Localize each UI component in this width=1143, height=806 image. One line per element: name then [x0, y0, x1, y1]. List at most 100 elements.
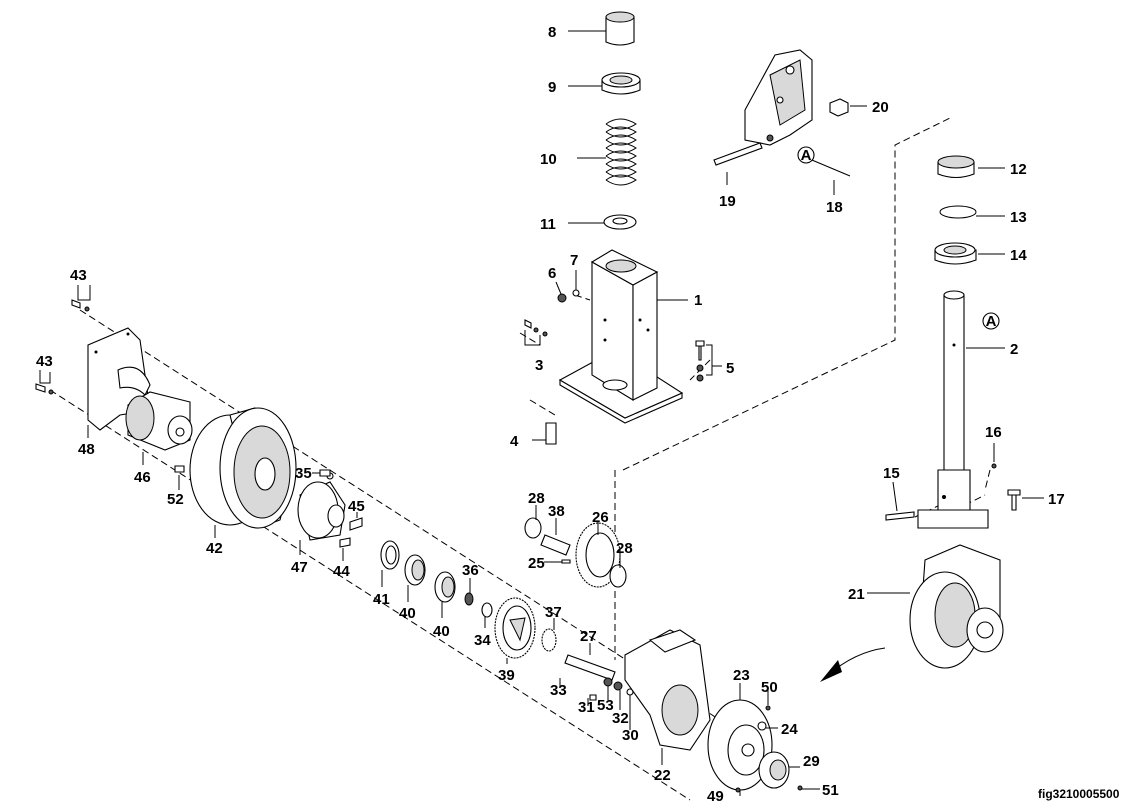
part-column-housing: [558, 249, 684, 424]
part-small-pins: [319, 469, 597, 701]
label-25: 25: [528, 555, 545, 572]
part-bearing-top: [601, 72, 641, 95]
part-labels: 1 2 3 4 5 6 7 8 9 10 11 12 13 14 15 16 1…: [36, 24, 1065, 805]
part-spacer-34: [481, 602, 493, 618]
label-6: 6: [548, 265, 556, 282]
part-gearbox-22: [624, 629, 711, 751]
label-10: 10: [540, 151, 557, 168]
part-shaft-27: [564, 654, 634, 696]
part-spring: [605, 118, 637, 186]
label-26: 26: [592, 509, 609, 526]
part-wheel-assembly-21: [909, 544, 1004, 669]
label-18: 18: [826, 199, 843, 216]
label-20: 20: [872, 99, 889, 116]
part-screws-3: [524, 319, 548, 337]
part-bushing-12: [937, 155, 975, 179]
part-block-4: [545, 422, 557, 445]
part-seal-41: [380, 540, 400, 570]
label-22: 22: [654, 767, 671, 784]
label-46: 46: [134, 469, 151, 486]
label-32: 32: [612, 710, 629, 727]
part-bearing-14: [934, 242, 977, 265]
part-pinion-38: [524, 517, 571, 556]
label-38: 38: [548, 503, 565, 520]
label-15: 15: [883, 465, 900, 482]
part-gear-26: [575, 522, 627, 588]
label-52: 52: [167, 491, 184, 508]
label-5: 5: [726, 360, 734, 377]
label-13: 13: [1010, 209, 1027, 226]
label-28a: 28: [528, 490, 545, 507]
part-snap-ring-13: [939, 205, 977, 219]
label-34: 34: [474, 632, 491, 649]
label-42: 42: [206, 540, 223, 557]
label-50: 50: [761, 679, 778, 696]
label-24: 24: [781, 721, 798, 738]
label-1: 1: [694, 292, 702, 309]
part-plug-24: [757, 721, 767, 731]
label-40b: 40: [433, 623, 450, 640]
part-bushing: [605, 11, 635, 46]
part-cover-23: [707, 699, 773, 791]
label-45: 45: [348, 498, 365, 515]
svg-text:A: A: [986, 313, 997, 330]
label-36: 36: [462, 562, 479, 579]
label-19: 19: [719, 193, 736, 210]
label-8: 8: [548, 24, 556, 41]
label-17: 17: [1048, 491, 1065, 508]
label-47: 47: [291, 559, 308, 576]
part-bolts-43: [35, 299, 90, 395]
part-gear-39: [494, 597, 536, 659]
label-31: 31: [578, 699, 595, 716]
label-30: 30: [622, 727, 639, 744]
label-12: 12: [1010, 161, 1027, 178]
part-screws-49-50-51: [735, 705, 803, 793]
figure-id: fig3210005500: [1038, 787, 1120, 801]
part-pin-52: [174, 465, 185, 473]
label-35: 35: [295, 465, 312, 482]
label-39: 39: [498, 667, 515, 684]
reference-marker-a-shaft: A: [982, 312, 1000, 330]
part-bearing-40a: [404, 554, 426, 586]
label-43a: 43: [70, 267, 87, 284]
part-motor-46: [125, 391, 193, 451]
part-bracket: [713, 49, 851, 177]
label-37: 37: [545, 604, 562, 621]
part-bearing-40b: [434, 571, 456, 603]
label-33: 33: [550, 682, 567, 699]
part-hub-47: [297, 472, 346, 541]
leader-lines: [39, 30, 1044, 796]
label-43b: 43: [36, 353, 53, 370]
part-gear-37: [541, 628, 557, 652]
label-3: 3: [535, 357, 543, 374]
part-cap-29: [758, 751, 790, 789]
part-shaft-2: [917, 290, 989, 529]
part-bolts-15-16-17: [885, 463, 1021, 521]
label-23: 23: [733, 667, 750, 684]
part-bolt-6-7: [557, 289, 580, 303]
label-4: 4: [510, 433, 519, 450]
part-wheel-42: [189, 407, 297, 529]
label-40a: 40: [399, 605, 416, 622]
reference-marker-a-top: A: [797, 146, 815, 164]
label-44: 44: [333, 563, 350, 580]
label-41: 41: [373, 591, 390, 608]
label-53: 53: [597, 697, 614, 714]
label-29: 29: [803, 753, 820, 770]
part-washer-36: [464, 592, 474, 606]
label-9: 9: [548, 79, 556, 96]
label-51: 51: [822, 782, 839, 799]
label-28b: 28: [616, 540, 633, 557]
direction-arrow: [820, 647, 886, 682]
label-48: 48: [78, 441, 95, 458]
label-27: 27: [580, 628, 597, 645]
label-14: 14: [1010, 247, 1027, 264]
label-49: 49: [707, 788, 724, 805]
part-pins-44-45: [339, 517, 363, 548]
svg-text:A: A: [801, 147, 812, 164]
label-7: 7: [570, 252, 578, 269]
label-11: 11: [540, 216, 556, 233]
label-21: 21: [848, 586, 865, 603]
label-2: 2: [1010, 341, 1018, 358]
